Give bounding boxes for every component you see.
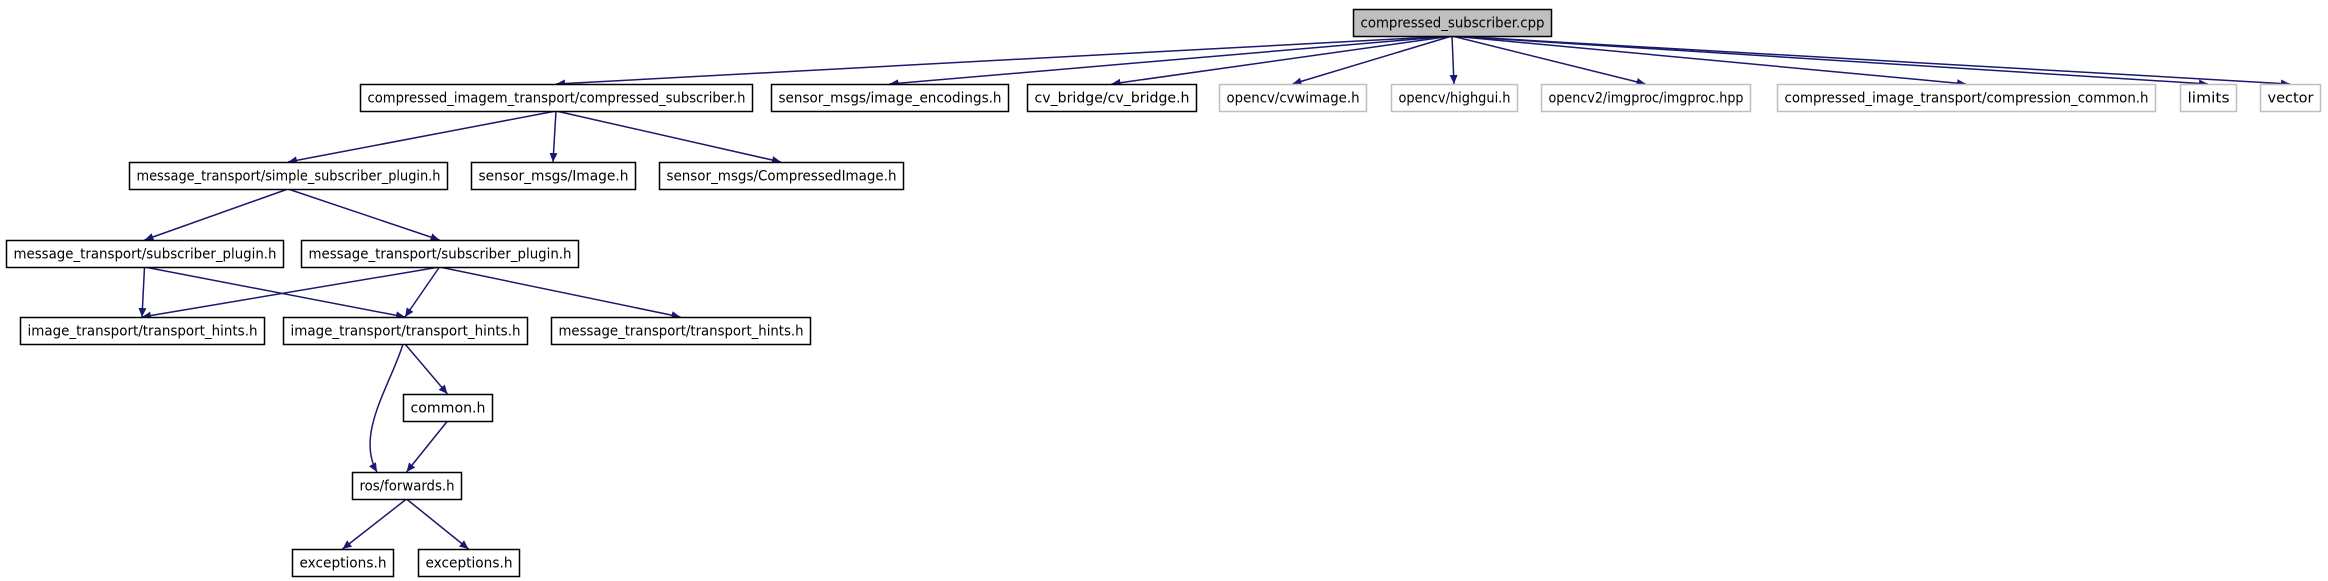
- node-sm_ci[interactable]: sensor_msgs/CompressedImage.h: [658, 161, 905, 191]
- edge-msubp1-to-ith2: [144, 266, 406, 320]
- edge-cit_cs-to-sm_ci: [555, 110, 782, 164]
- node-box: [2179, 83, 2238, 113]
- node-imgproc[interactable]: opencv2/imgproc/imgproc.hpp: [1540, 83, 1752, 113]
- node-ith2[interactable]: image_transport/transport_hints.h: [282, 316, 529, 346]
- nodes-layer: compressed_subscriber.cpp compressed_imag…: [5, 8, 2322, 578]
- node-common[interactable]: common.h: [402, 393, 494, 423]
- node-box: [282, 316, 529, 346]
- node-label: message_transport/subscriber_plugin.h: [14, 247, 277, 263]
- edge-root-to-vector: [1451, 35, 2291, 88]
- edge-cit_cs-to-sm_img: [549, 110, 558, 163]
- node-label: image_transport/transport_hints.h: [28, 324, 258, 340]
- edge-root-to-cvb: [1111, 35, 1453, 87]
- edge-common-to-rosfwd: [405, 420, 449, 473]
- node-label: ros/forwards.h: [360, 479, 455, 495]
- edge-msubp2-to-ith1: [141, 266, 440, 320]
- edge-root-to-sm_ie: [889, 35, 1453, 88]
- node-label: compressed_image_transport/compression_c…: [1785, 91, 2149, 107]
- node-highgui[interactable]: opencv/highgui.h: [1390, 83, 1519, 113]
- node-box: [359, 83, 754, 113]
- node-box: [300, 239, 580, 269]
- node-label: sensor_msgs/Image.h: [479, 169, 629, 185]
- node-mth[interactable]: message_transport/transport_hints.h: [550, 316, 812, 346]
- edge-msubp2-to-mth: [439, 266, 681, 320]
- edge-msubp1-to-ith1: [138, 266, 147, 318]
- node-label: opencv/cvwimage.h: [1227, 91, 1360, 107]
- node-label: compressed_subscriber.cpp: [1361, 16, 1545, 32]
- node-box: [1026, 83, 1198, 113]
- edge-ith2-to-rosfwd: [369, 343, 404, 473]
- node-exc1[interactable]: exceptions.h: [291, 548, 395, 578]
- node-box: [291, 548, 395, 578]
- node-cvb[interactable]: cv_bridge/cv_bridge.h: [1026, 83, 1198, 113]
- node-cit_cs[interactable]: compressed_imagem_transport/compressed_s…: [359, 83, 754, 113]
- node-cvwimage[interactable]: opencv/cvwimage.h: [1218, 83, 1368, 113]
- edge-root-to-imgproc: [1451, 35, 1646, 86]
- node-label: exceptions.h: [300, 556, 387, 572]
- node-ith1[interactable]: image_transport/transport_hints.h: [19, 316, 266, 346]
- node-box: [1352, 8, 1553, 38]
- node-limits[interactable]: limits: [2179, 83, 2238, 113]
- node-box: [1776, 83, 2157, 113]
- node-cc[interactable]: compressed_image_transport/compression_c…: [1776, 83, 2157, 113]
- node-box: [1390, 83, 1519, 113]
- edge-ith2-to-common: [404, 343, 449, 395]
- node-box: [770, 83, 1010, 113]
- node-label: vector: [2268, 91, 2314, 107]
- node-box: [658, 161, 905, 191]
- node-box: [351, 471, 463, 501]
- node-box: [550, 316, 812, 346]
- node-msubp1[interactable]: message_transport/subscriber_plugin.h: [5, 239, 285, 269]
- node-box: [2259, 83, 2322, 113]
- edge-msp-to-msubp1: [144, 188, 289, 241]
- node-label: image_transport/transport_hints.h: [291, 324, 521, 340]
- node-box: [19, 316, 266, 346]
- edge-root-to-cit_cs: [555, 35, 1453, 88]
- node-box: [128, 161, 449, 191]
- edge-cit_cs-to-msp: [287, 110, 557, 165]
- node-label: message_transport/subscriber_plugin.h: [309, 247, 572, 263]
- node-box: [1540, 83, 1752, 113]
- edge-msubp2-to-ith2: [404, 266, 441, 318]
- node-label: message_transport/simple_subscriber_plug…: [137, 169, 441, 185]
- edge-rosfwd-to-exc2: [406, 498, 469, 550]
- node-label: opencv2/imgproc/imgproc.hpp: [1549, 91, 1744, 107]
- node-box: [470, 161, 637, 191]
- node-vector[interactable]: vector: [2259, 83, 2322, 113]
- node-root[interactable]: compressed_subscriber.cpp: [1352, 8, 1553, 38]
- node-label: sensor_msgs/image_encodings.h: [779, 91, 1002, 107]
- node-sm_img[interactable]: sensor_msgs/Image.h: [470, 161, 637, 191]
- node-label: common.h: [411, 401, 486, 417]
- edge-root-to-cc: [1451, 35, 1967, 88]
- node-label: compressed_imagem_transport/compressed_s…: [368, 91, 746, 107]
- edge-msp-to-msubp2: [287, 188, 440, 241]
- edges-layer: [138, 35, 2291, 550]
- node-label: cv_bridge/cv_bridge.h: [1035, 91, 1190, 107]
- node-label: sensor_msgs/CompressedImage.h: [667, 169, 897, 185]
- node-box: [5, 239, 285, 269]
- node-label: exceptions.h: [426, 556, 513, 572]
- edge-root-to-limits: [1451, 35, 2209, 88]
- node-box: [402, 393, 494, 423]
- node-box: [417, 548, 521, 578]
- node-msubp2[interactable]: message_transport/subscriber_plugin.h: [300, 239, 580, 269]
- node-rosfwd[interactable]: ros/forwards.h: [351, 471, 463, 501]
- edge-root-to-highgui: [1449, 35, 1458, 85]
- edge-root-to-cvwimage: [1292, 35, 1453, 86]
- node-label: limits: [2188, 91, 2230, 107]
- node-exc2[interactable]: exceptions.h: [417, 548, 521, 578]
- node-box: [1218, 83, 1368, 113]
- node-label: opencv/highgui.h: [1399, 91, 1511, 107]
- edge-rosfwd-to-exc1: [342, 498, 407, 550]
- node-sm_ie[interactable]: sensor_msgs/image_encodings.h: [770, 83, 1010, 113]
- node-msp[interactable]: message_transport/simple_subscriber_plug…: [128, 161, 449, 191]
- node-label: message_transport/transport_hints.h: [559, 324, 804, 340]
